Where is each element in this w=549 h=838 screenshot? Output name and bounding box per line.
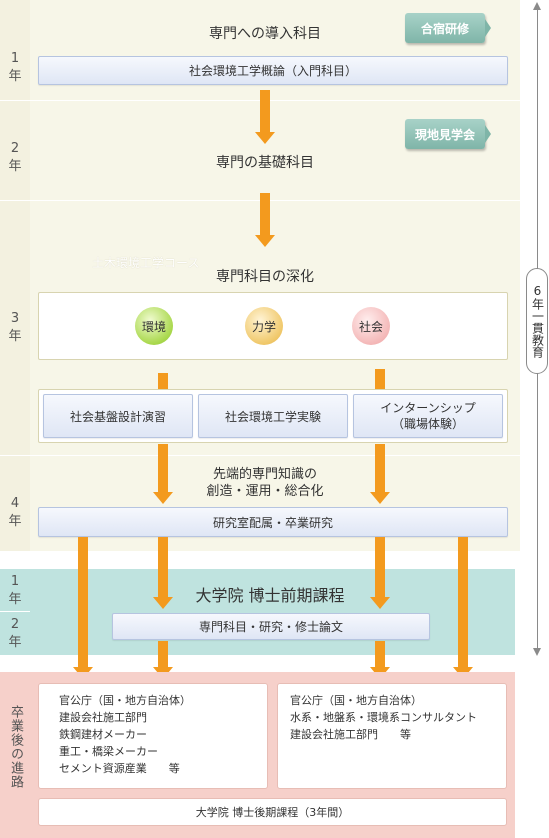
career-label: 卒業後の進路	[8, 705, 23, 789]
heading-intro: 専門への導入科目	[209, 26, 321, 42]
grad-title: 大学院 博士前期課程	[195, 586, 345, 605]
internship-sub: （職場体験）	[391, 417, 464, 431]
lab-research-box: 研究室配属・卒業研究	[38, 507, 508, 537]
bracket-arrow-up	[533, 2, 541, 10]
heading-advanced-line1: 先端的専門知識の	[212, 467, 317, 482]
circle-mechanics: 力学	[245, 307, 283, 345]
undergrad-panel	[30, 0, 520, 551]
career-item: 鉄鋼建材メーカー	[59, 728, 147, 741]
career-item: セメント資源産業 等	[59, 762, 180, 775]
heading-advanced: 先端的専門知識の 創造・運用・総合化	[160, 466, 370, 500]
year-divider	[0, 200, 30, 201]
arrow-down	[73, 537, 93, 679]
circle-environment: 環境	[135, 307, 173, 345]
career-year-col	[0, 672, 30, 838]
arrow-down	[153, 537, 173, 609]
panel-divider	[30, 200, 520, 201]
career-item: 水系・地盤系・環境系コンサルタント	[290, 711, 477, 724]
arrow-down	[153, 444, 173, 504]
six-year-label: 6年一貫教育	[526, 268, 548, 374]
arrow-down	[453, 537, 473, 679]
career-item: 重工・橋梁メーカー	[59, 745, 158, 758]
year-divider	[0, 611, 30, 612]
heading-advanced-line2: 創造・運用・総合化	[206, 484, 324, 499]
graduate-band	[30, 569, 515, 655]
grad-year-col	[0, 569, 30, 655]
career-item: 官公庁（国・地方自治体）	[290, 694, 422, 707]
grad-course-box: 専門科目・研究・修士論文	[112, 613, 430, 640]
year-column	[0, 0, 30, 551]
field-visit-tag: 現地見学会	[405, 119, 491, 149]
arrow-down	[370, 444, 390, 504]
course-experiment: 社会環境工学実験	[198, 394, 348, 438]
doctoral-course-box: 大学院 博士後期課程（3年間）	[38, 798, 507, 826]
camp-training-tag: 合宿研修	[405, 13, 491, 43]
intro-course-box: 社会環境工学概論（入門科目）	[38, 56, 508, 85]
career-list-left: 官公庁（国・地方自治体） 建設会社施工部門 鉄鋼建材メーカー 重工・橋梁メーカー…	[38, 683, 268, 789]
arrow-down	[370, 537, 390, 609]
course-design-exercise: 社会基盤設計演習	[43, 394, 193, 438]
year-divider	[0, 455, 30, 456]
year-divider	[0, 100, 30, 101]
circle-society: 社会	[352, 307, 390, 345]
heading-basic: 専門の基礎科目	[216, 155, 314, 171]
panel-divider	[30, 100, 520, 101]
course-internship: インターンシップ （職場体験）	[353, 394, 503, 438]
bracket-arrow-down	[533, 648, 541, 656]
arrow-down	[255, 193, 275, 247]
panel-divider	[30, 455, 520, 456]
arrow-shaft	[158, 373, 168, 391]
career-item: 官公庁（国・地方自治体）	[59, 694, 191, 707]
course-watermark: 土木環境工学コース	[92, 256, 200, 270]
career-item: 建設会社施工部門 等	[290, 728, 411, 741]
career-item: 建設会社施工部門	[59, 711, 147, 724]
heading-deep: 専門科目の深化	[216, 269, 314, 285]
career-list-right: 官公庁（国・地方自治体） 水系・地盤系・環境系コンサルタント 建設会社施工部門 …	[277, 683, 507, 789]
arrow-down	[255, 90, 275, 144]
arrow-shaft	[375, 369, 385, 391]
internship-label: インターンシップ	[380, 401, 476, 415]
